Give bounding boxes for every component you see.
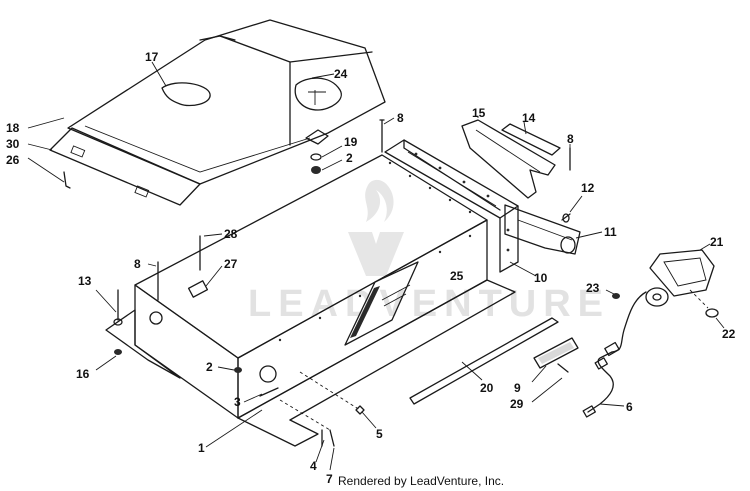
- callout-13: 13: [78, 274, 92, 288]
- callout-8-right: 8: [567, 132, 574, 146]
- callout-1: 1: [198, 441, 205, 455]
- credit-line: Rendered by LeadVenture, Inc.: [338, 474, 504, 488]
- callout-30: 30: [6, 137, 20, 151]
- rear-bracket: [384, 116, 603, 277]
- callout-27: 27: [224, 257, 238, 271]
- seat-assembly: [27, 19, 386, 206]
- callout-11: 11: [604, 225, 617, 239]
- callout-5: 7: [326, 472, 333, 486]
- callout-19: 19: [344, 135, 358, 149]
- callout-2-upper: 2: [346, 151, 353, 165]
- callout-labels: 17 24 18 30 26 19 2 8 15 14 8 12 11 21 2…: [6, 50, 736, 486]
- seat-hardware: [305, 117, 395, 174]
- callout-18: 18: [6, 121, 20, 135]
- callout-15: 15: [472, 106, 486, 120]
- callout-28: 28: [224, 227, 238, 241]
- taillight-assembly: [409, 243, 725, 418]
- callout-12: 12: [581, 181, 595, 195]
- callout-23: 23: [586, 281, 600, 295]
- callout-25: 25: [450, 269, 464, 283]
- callout-22: 22: [722, 327, 736, 341]
- callout-3: 3: [234, 395, 241, 409]
- callout-26: 24: [334, 67, 348, 81]
- leadventure-watermark: LEADVENTURE: [248, 179, 610, 325]
- callout-10: 10: [534, 271, 548, 285]
- callout-6: 5: [376, 427, 383, 441]
- callout-17: 17: [145, 50, 159, 64]
- callout-20: 20: [480, 381, 494, 395]
- main-body: [95, 154, 516, 471]
- callout-24: 26: [6, 153, 20, 167]
- callout-8-upper: 8: [397, 111, 404, 125]
- callout-9: 9: [514, 381, 521, 395]
- callout-2-lower: 2: [206, 360, 213, 374]
- callout-21: 21: [710, 235, 724, 249]
- callout-8-left: 8: [134, 257, 141, 271]
- watermark-text: LEADVENTURE: [248, 283, 610, 325]
- callout-29: 29: [510, 397, 524, 411]
- callout-14: 14: [522, 111, 536, 125]
- callout-16: 16: [76, 367, 90, 381]
- callout-4: 4: [310, 459, 317, 473]
- callout-7: 6: [626, 400, 633, 414]
